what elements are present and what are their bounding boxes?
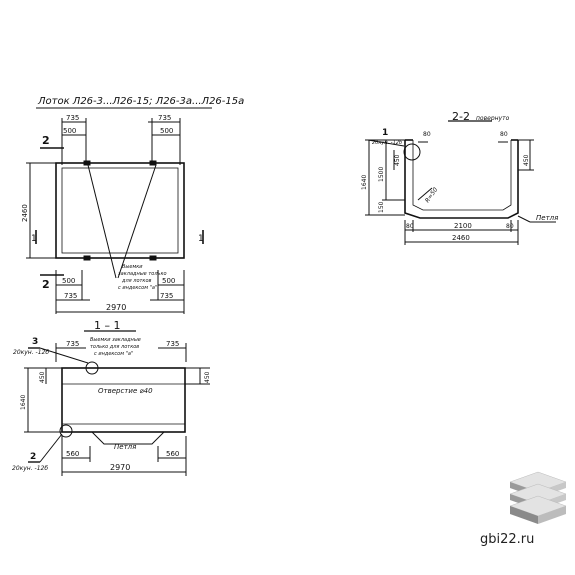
section-1-1-dim-450-left: 450	[39, 371, 46, 383]
section-2-2-dim-80-top-left: 80	[423, 131, 431, 138]
section-1-1-dim-1640: 1640	[20, 395, 27, 410]
plan-dim-500-bl: 500	[62, 277, 75, 285]
plan-dim-500-tl: 500	[63, 127, 76, 135]
section-2-2-dim-450-right: 450	[523, 154, 530, 166]
plan-note-line-1: Выемки	[122, 264, 143, 270]
section-2-2-callout-1: 1	[382, 128, 388, 138]
plan-section-1-left: 1	[31, 234, 37, 244]
section-1-1-dim-560-right: 560	[166, 450, 179, 458]
plan-dim-735-bl: 735	[64, 292, 77, 300]
section-2-2-dim-80-bottom-left: 80	[406, 223, 414, 230]
section-1-1-loop-label: Петля	[114, 443, 136, 451]
plan-dim-2460: 2460	[21, 204, 29, 222]
section-2-2-dim-150: 150	[378, 201, 385, 213]
section-1-1-title: 1 – 1	[94, 319, 121, 332]
section-2-2	[365, 120, 556, 245]
section-2-2-dim-80-bottom-right: 80	[506, 223, 514, 230]
section-1-1-dim-735-left: 735	[66, 340, 79, 348]
plan-dim-500-br: 500	[162, 277, 175, 285]
section-1-1-hole-label: Отверстие ⌀40	[98, 387, 153, 395]
section-1-1-callout-3: 3	[32, 337, 38, 347]
drawing-title: Лоток Л26-3...Л26-15; Л26-3а...Л26-15а	[37, 96, 244, 107]
section-1-1-callout-2-label: 20кун. -12б	[12, 465, 48, 472]
plan-note-line-4: с индексом "а"	[118, 285, 157, 291]
section-1-1	[24, 330, 210, 476]
plan-dim-500-tr: 500	[160, 127, 173, 135]
section-2-2-dim-80-top-right: 80	[500, 131, 508, 138]
plan-section-1-right: 1	[198, 234, 204, 244]
plan-section-2-top: 2	[42, 134, 50, 147]
section-2-2-dim-2460: 2460	[452, 234, 470, 242]
section-2-2-dim-r50: R=50	[424, 186, 439, 204]
plan-outline	[55, 162, 185, 259]
section-1-1-note-line-2: только для лотков	[90, 344, 139, 350]
plan-dim-2970: 2970	[106, 303, 126, 312]
plan-dim-735-tr: 735	[158, 114, 171, 122]
plan-note-line-3: для лотков	[121, 278, 151, 284]
section-1-1-outline	[61, 367, 186, 433]
watermark: gbi22.ru	[480, 532, 535, 547]
section-2-2-title: 2-2	[452, 110, 470, 123]
plan-dim-735-br: 735	[160, 292, 173, 300]
section-2-2-dim-450-left: 450	[394, 154, 401, 166]
section-1-1-dim-2970: 2970	[110, 463, 130, 472]
section-2-2-loop-label: Петля	[536, 214, 558, 222]
section-2-2-dim-1500: 1500	[378, 167, 385, 182]
section-1-1-dim-560-left: 560	[66, 450, 79, 458]
logo-icon	[509, 471, 567, 524]
section-1-1-dim-735-right: 735	[166, 340, 179, 348]
section-2-2-dim-2100: 2100	[454, 222, 472, 230]
plan-note-line-2: закладные только	[118, 271, 167, 277]
section-1-1-note-line-3: с индексом "а"	[94, 351, 133, 357]
section-1-1-note-line-1: Выемки закладные	[90, 337, 141, 343]
section-1-1-callout-3-label: 20кун. -12б	[13, 349, 49, 356]
section-1-1-callout-2: 2	[30, 452, 36, 462]
section-2-2-dim-1640: 1640	[361, 175, 368, 190]
section-2-2-callout-1-label: 20кун. -12б	[372, 140, 402, 146]
plan-section-2-bottom: 2	[42, 278, 50, 291]
plan-dim-735-tl: 735	[66, 114, 79, 122]
section-1-1-dim-450-right: 450	[204, 371, 211, 383]
plan-view	[26, 118, 204, 314]
section-2-2-title-note: повернуто	[476, 115, 510, 122]
